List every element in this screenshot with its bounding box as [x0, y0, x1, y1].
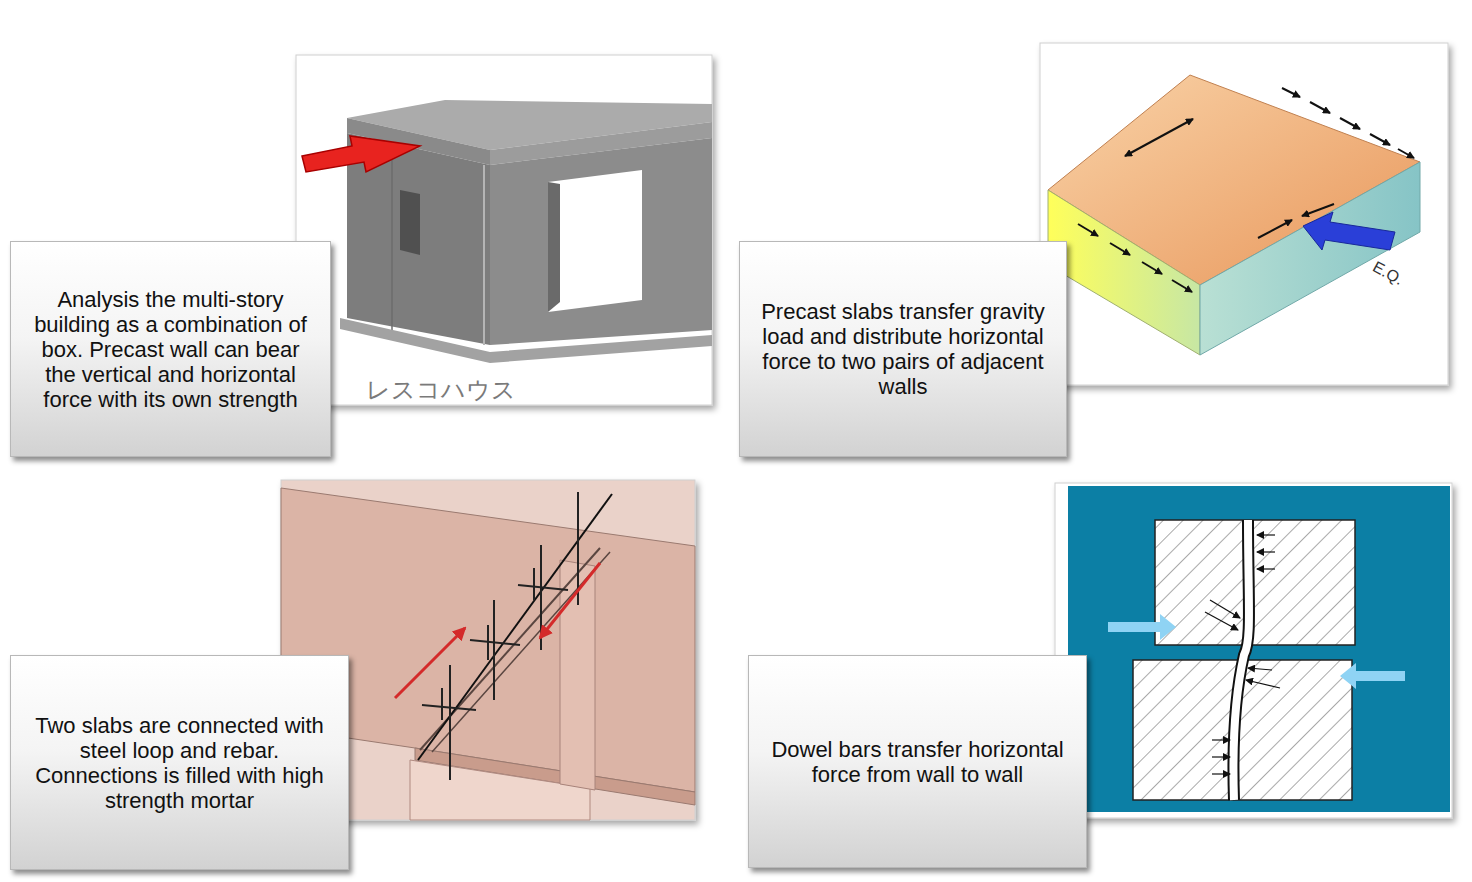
- pressure-arrows: [1210, 600, 1240, 618]
- callout-box: Precast slabs transfer gravity load and …: [739, 241, 1067, 457]
- pressure-arrows: [1257, 534, 1275, 535]
- shear-arrows: [1282, 88, 1300, 97]
- earthquake-label: E.Q.: [1370, 258, 1407, 289]
- shear-arrows: [1340, 118, 1360, 129]
- pressure-arrows: [1248, 668, 1272, 670]
- picture-caption: レスコハウス: [366, 374, 516, 406]
- rebar: [418, 494, 612, 760]
- side-wall: [490, 138, 712, 345]
- slab-side: [1048, 190, 1200, 355]
- shear-arrows: [1110, 243, 1130, 255]
- callout-box: Two slabs are connected with steel loop …: [10, 655, 349, 870]
- steel-loops: [441, 688, 443, 720]
- pressure-arrows: [1212, 739, 1230, 740]
- steel-loops: [449, 665, 451, 780]
- callout-box: Dowel bars transfer horizontal force fro…: [748, 655, 1087, 868]
- shear-arrows: [1310, 102, 1330, 113]
- pressure-arrows: [1257, 551, 1275, 552]
- dowel-bar: [1233, 520, 1249, 800]
- wall-block: [1155, 520, 1355, 645]
- window: [400, 190, 420, 255]
- shear-arrows: [1078, 224, 1098, 236]
- slab-side: [1200, 162, 1420, 355]
- force-arrow: [1125, 119, 1193, 156]
- pressure-arrows: [1212, 756, 1230, 757]
- slab-block-picture: [1040, 43, 1448, 385]
- callout-text: Analysis the multi-story building as a c…: [25, 287, 316, 412]
- pressure-arrows: [1257, 568, 1275, 569]
- pressure-arrows: [1212, 773, 1230, 774]
- shear-arrows: [1172, 280, 1192, 292]
- shear-arrows: [1370, 134, 1390, 145]
- earthquake-arrow: [1303, 212, 1395, 250]
- picture-frame: [1055, 483, 1452, 818]
- callout-text: Precast slabs transfer gravity load and …: [754, 299, 1052, 399]
- picture-frame: [1040, 43, 1448, 385]
- steel-loops: [422, 492, 578, 780]
- dowel-bar: [1233, 520, 1249, 800]
- force-arrow: [1340, 663, 1405, 689]
- dowel-bar-picture: [1055, 483, 1452, 818]
- steel-loops: [422, 705, 476, 710]
- shear-arrows: [1142, 262, 1162, 274]
- pressure-arrows: [1246, 680, 1280, 688]
- joint-line: [432, 552, 610, 752]
- callout-box: Analysis the multi-story building as a c…: [10, 241, 331, 457]
- callout-text: Dowel bars transfer horizontal force fro…: [763, 737, 1072, 787]
- panel-joint: [483, 165, 485, 345]
- steel-loops: [487, 625, 489, 660]
- force-arrow: [1108, 614, 1176, 640]
- shear-arrow: [540, 563, 600, 638]
- callout-text: Two slabs are connected with steel loop …: [25, 713, 334, 813]
- steel-loops: [518, 585, 568, 590]
- ground: [1068, 486, 1450, 812]
- shear-arrows: [1078, 88, 1414, 292]
- steel-loops: [533, 568, 535, 600]
- base: [340, 318, 712, 363]
- box-house-picture: [296, 55, 712, 405]
- shear-arrows: [1398, 149, 1414, 158]
- pressure-arrows: [1205, 535, 1280, 774]
- steel-loops: [470, 640, 520, 645]
- shear-arrow: [395, 628, 465, 698]
- shear-arrows: [1258, 220, 1292, 238]
- picture-frame: [296, 55, 712, 405]
- steel-loops: [493, 600, 495, 700]
- force-arrow: [302, 136, 420, 172]
- door-opening: [548, 170, 642, 312]
- pressure-arrows: [1205, 612, 1238, 630]
- panel-joint: [391, 150, 393, 330]
- door-reveal: [548, 182, 560, 312]
